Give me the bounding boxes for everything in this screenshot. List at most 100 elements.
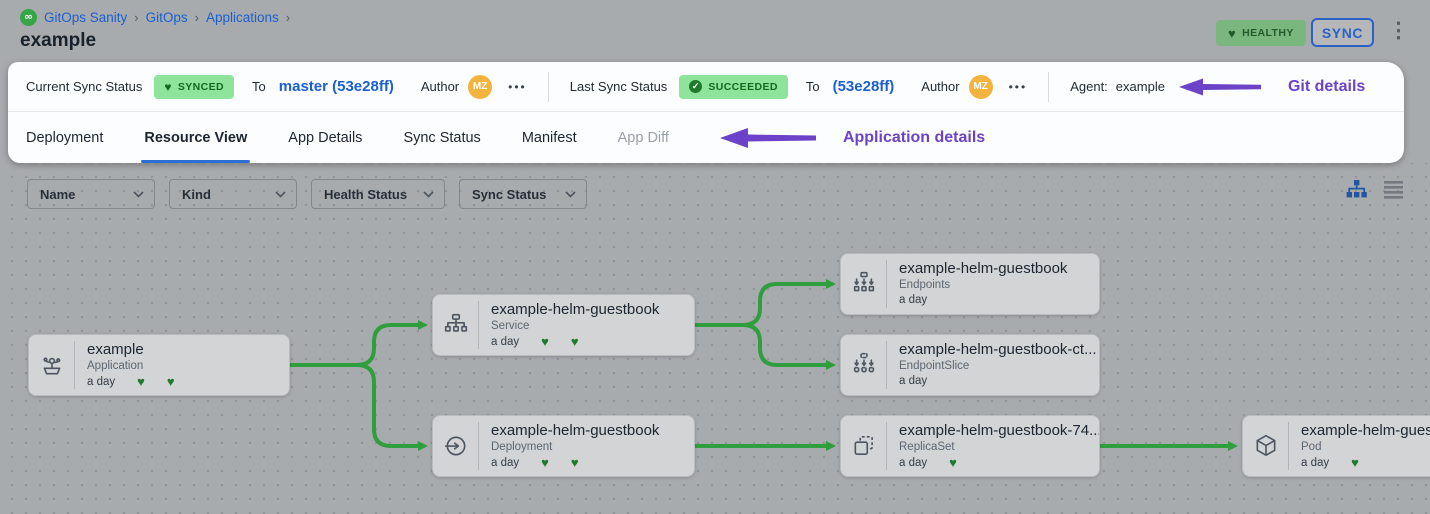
node-age: a day — [1301, 456, 1330, 469]
node-title: example-helm-guestbook — [491, 422, 660, 439]
git-details-annotation: Git details — [1287, 77, 1366, 95]
tree-view-icon[interactable] — [1346, 179, 1367, 199]
heart-icon: ♥ — [164, 79, 172, 94]
deployment-icon — [433, 416, 478, 476]
succeeded-badge: ✓ SUCCEEDED — [679, 74, 788, 99]
endpoints-icon — [841, 254, 886, 314]
tab-app-details[interactable]: App Details — [288, 129, 363, 146]
current-sync-status-label: Current Sync Status — [26, 79, 143, 94]
tab-resource-view[interactable]: Resource View — [141, 112, 251, 163]
breadcrumb-separator: › — [194, 10, 199, 25]
filter-name-dropdown[interactable]: Name — [27, 179, 155, 209]
view-toggle-group — [1346, 179, 1403, 199]
sync-button[interactable]: SYNC — [1311, 18, 1374, 47]
author-label: Author — [921, 79, 960, 94]
health-status-badge: ♥ HEALTHY — [1216, 20, 1306, 46]
git-details-arrow-icon — [1178, 78, 1261, 95]
resource-node-service[interactable]: example-helm-guestbook Service a day ♥ ♥ — [432, 294, 695, 356]
resource-node-pod[interactable]: example-helm-guest Pod a day ♥ — [1242, 415, 1430, 477]
resource-tree-canvas: Name Kind Health Status Sync Status — [0, 163, 1430, 514]
node-divider — [478, 422, 479, 470]
node-divider — [74, 341, 75, 389]
more-ellipsis-button[interactable]: ••• — [1008, 79, 1028, 94]
application-details-annotation: Application details — [842, 128, 986, 146]
list-view-icon[interactable] — [1384, 179, 1403, 199]
breadcrumb-separator: › — [134, 10, 139, 25]
last-commit-link[interactable]: (53e28ff) — [832, 78, 895, 95]
agent-value: example — [1115, 79, 1165, 94]
chevron-down-icon — [133, 190, 144, 198]
node-kind: Application — [87, 360, 144, 372]
pod-icon — [1243, 416, 1288, 476]
filter-sync-status-dropdown[interactable]: Sync Status — [459, 179, 587, 209]
node-age: a day — [899, 294, 928, 306]
app-tabs: Deployment Resource View App Details Syn… — [8, 112, 1404, 163]
node-title: example — [87, 341, 144, 358]
tab-manifest[interactable]: Manifest — [521, 129, 577, 146]
health-heart-icon: ♥ — [1351, 455, 1359, 470]
breadcrumb-link-gitops[interactable]: GitOps — [145, 10, 188, 25]
health-heart-icon: ♥ — [541, 334, 549, 349]
check-icon: ✓ — [689, 80, 703, 93]
page-title: example — [20, 30, 97, 51]
filter-health-status-dropdown[interactable]: Health Status — [311, 179, 445, 209]
sync-heart-icon: ♥ — [166, 374, 175, 389]
breadcrumb-separator: › — [285, 10, 291, 25]
more-ellipsis-button[interactable]: ••• — [508, 79, 527, 94]
filter-sync-status-label: Sync Status — [472, 186, 547, 202]
divider — [1048, 71, 1050, 102]
health-heart-icon: ♥ — [541, 455, 549, 470]
to-label: To — [805, 79, 820, 94]
service-icon — [433, 295, 478, 355]
author-avatar: MZ — [468, 74, 493, 99]
tab-sync-status[interactable]: Sync Status — [403, 129, 481, 146]
app-header-card: Current Sync Status ♥ SYNCED To master (… — [8, 62, 1404, 163]
filter-kind-dropdown[interactable]: Kind — [169, 179, 297, 209]
node-title: example-helm-guestbook-ct... — [899, 341, 1097, 358]
node-kind: Service — [491, 320, 530, 332]
chevron-down-icon — [275, 190, 286, 198]
sync-status-bar: Current Sync Status ♥ SYNCED To master (… — [8, 62, 1404, 112]
agent-label: Agent: — [1070, 79, 1108, 94]
current-commit-link[interactable]: master (53e28ff) — [278, 78, 394, 95]
succeeded-badge-label: SUCCEEDED — [708, 80, 778, 93]
last-sync-status-label: Last Sync Status — [569, 79, 668, 94]
node-title: example-helm-guestbook — [491, 301, 660, 318]
application-icon — [29, 335, 74, 395]
node-age: a day — [899, 456, 928, 469]
resource-node-application[interactable]: example Application a day ♥ ♥ — [28, 334, 290, 396]
resource-node-endpointslice[interactable]: example-helm-guestbook-ct... EndpointSli… — [840, 334, 1100, 396]
node-title: example-helm-guest — [1301, 422, 1430, 439]
breadcrumb-link-gitops-sanity[interactable]: GitOps Sanity — [44, 10, 128, 25]
breadcrumb: ∞ GitOps Sanity › GitOps › Applications … — [20, 9, 290, 26]
node-title: example-helm-guestbook — [899, 260, 1068, 277]
kebab-menu-icon[interactable]: ⋮ — [1388, 19, 1409, 42]
breadcrumb-link-applications[interactable]: Applications — [205, 10, 279, 25]
synced-badge-label: SYNCED — [177, 80, 225, 93]
node-divider — [886, 260, 887, 308]
resource-node-deployment[interactable]: example-helm-guestbook Deployment a day … — [432, 415, 695, 477]
resource-node-replicaset[interactable]: example-helm-guestbook-74... ReplicaSet … — [840, 415, 1100, 477]
author-avatar: MZ — [968, 74, 993, 99]
health-badge-label: HEALTHY — [1242, 27, 1294, 39]
heart-icon: ♥ — [1228, 25, 1237, 41]
node-kind: EndpointSlice — [899, 360, 970, 372]
sync-heart-icon: ♥ — [570, 334, 579, 349]
filter-kind-label: Kind — [182, 186, 211, 202]
node-divider — [886, 341, 887, 389]
node-title: example-helm-guestbook-74... — [899, 422, 1099, 439]
node-divider — [886, 422, 887, 470]
node-divider — [478, 301, 479, 349]
sync-heart-icon: ♥ — [570, 455, 579, 470]
divider — [547, 71, 549, 102]
node-divider — [1288, 422, 1289, 470]
tab-app-diff[interactable]: App Diff — [617, 129, 669, 146]
node-age: a day — [87, 375, 116, 388]
node-kind: Deployment — [491, 441, 553, 453]
filter-health-status-label: Health Status — [324, 186, 408, 202]
tab-deployment[interactable]: Deployment — [26, 129, 104, 146]
resource-node-endpoints[interactable]: example-helm-guestbook Endpoints a day — [840, 253, 1100, 315]
synced-badge: ♥ SYNCED — [154, 74, 235, 99]
endpointslice-icon — [841, 335, 886, 395]
node-kind: Endpoints — [899, 279, 951, 291]
